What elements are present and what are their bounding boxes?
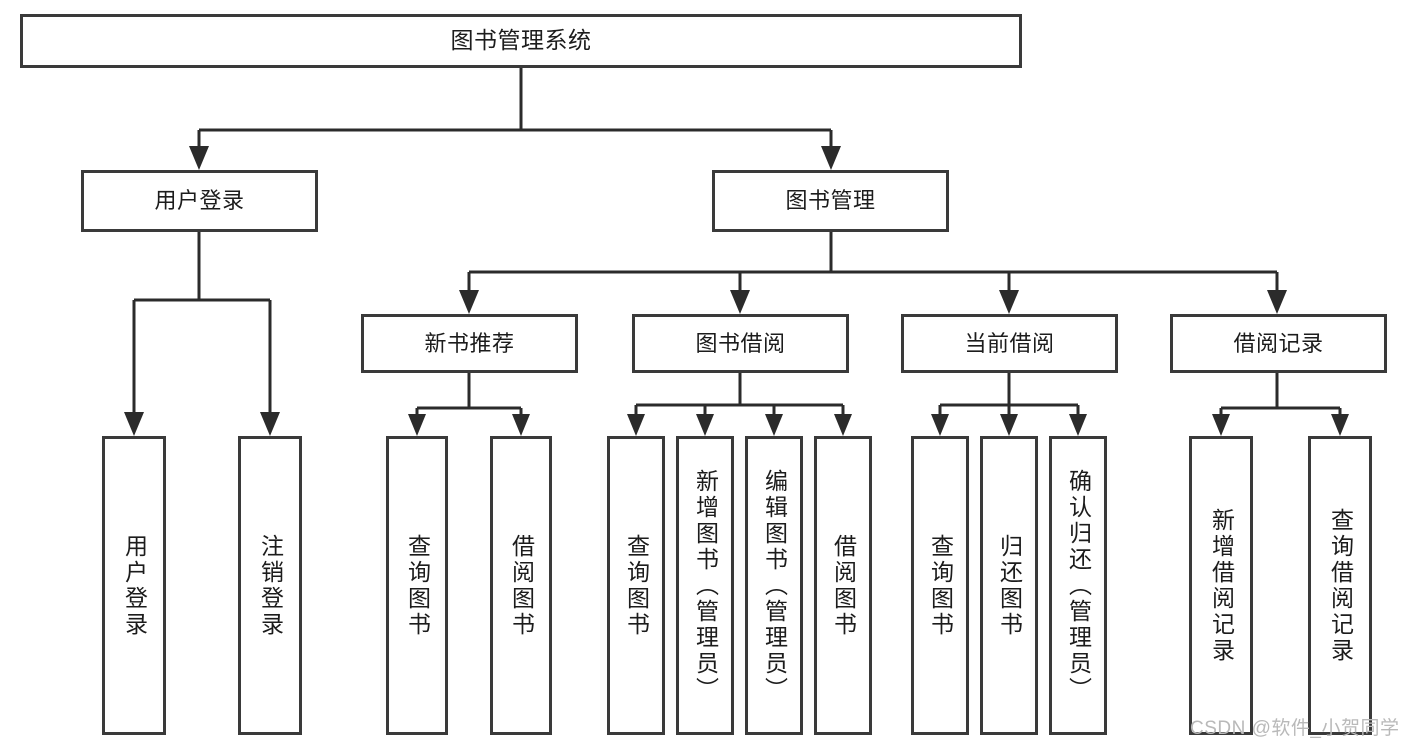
node-leaf-add-book[interactable]: 新增图书（管理员）	[676, 436, 734, 735]
arrowhead-user-login	[189, 146, 209, 170]
arrowhead-confirm-return	[1069, 414, 1087, 436]
node-leaf-query-book-3[interactable]: 查询图书	[911, 436, 969, 735]
node-leaf-query-record[interactable]: 查询借阅记录	[1308, 436, 1372, 735]
node-leaf-query-book-1[interactable]: 查询图书	[386, 436, 448, 735]
arrowhead-new-book-recommend	[459, 290, 479, 314]
arrowhead-query-book-3	[931, 414, 949, 436]
arrowhead-edit-book	[765, 414, 783, 436]
arrowhead-add-book	[696, 414, 714, 436]
node-leaf-query-book-2-label: 查询图书	[623, 533, 650, 638]
node-leaf-add-record-label: 新增借阅记录	[1208, 507, 1235, 664]
arrowhead-query-record	[1331, 414, 1349, 436]
node-leaf-logout-login[interactable]: 注销登录	[238, 436, 302, 735]
node-leaf-borrow-book-1-label: 借阅图书	[508, 533, 535, 638]
node-root[interactable]: 图书管理系统	[20, 14, 1022, 68]
arrowhead-book-manage	[821, 146, 841, 170]
node-leaf-borrow-book-2[interactable]: 借阅图书	[814, 436, 872, 735]
node-book-borrow-label: 图书借阅	[695, 330, 786, 356]
node-user-login[interactable]: 用户登录	[81, 170, 318, 232]
node-leaf-user-login-label: 用户登录	[121, 533, 148, 638]
arrowhead-return-book	[1000, 414, 1018, 436]
node-current-borrow-label: 当前借阅	[964, 330, 1055, 356]
arrowhead-book-borrow	[730, 290, 750, 314]
arrowhead-borrow-book-2	[834, 414, 852, 436]
arrowhead-borrow-book-1	[512, 414, 530, 436]
node-leaf-query-book-3-label: 查询图书	[927, 533, 954, 638]
arrowhead-borrow-record	[1267, 290, 1287, 314]
arrowhead-leaf-user-login	[124, 412, 144, 436]
node-borrow-record-label: 借阅记录	[1233, 330, 1324, 356]
node-leaf-add-book-label: 新增图书（管理员）	[692, 468, 719, 703]
node-leaf-borrow-book-1[interactable]: 借阅图书	[490, 436, 552, 735]
node-leaf-return-book[interactable]: 归还图书	[980, 436, 1038, 735]
node-leaf-edit-book-label: 编辑图书（管理员）	[761, 468, 788, 703]
node-new-book-recommend[interactable]: 新书推荐	[361, 314, 578, 373]
node-leaf-edit-book[interactable]: 编辑图书（管理员）	[745, 436, 803, 735]
node-leaf-borrow-book-2-label: 借阅图书	[830, 533, 857, 638]
node-leaf-user-login[interactable]: 用户登录	[102, 436, 166, 735]
arrowheads	[124, 146, 1349, 436]
node-new-book-recommend-label: 新书推荐	[424, 330, 515, 356]
node-borrow-record[interactable]: 借阅记录	[1170, 314, 1387, 373]
node-leaf-confirm-return-label: 确认归还（管理员）	[1065, 468, 1092, 703]
node-book-manage-label: 图书管理	[785, 188, 876, 214]
node-user-login-label: 用户登录	[154, 188, 245, 214]
node-leaf-query-record-label: 查询借阅记录	[1327, 507, 1354, 664]
node-leaf-return-book-label: 归还图书	[996, 533, 1023, 638]
arrowhead-current-borrow	[999, 290, 1019, 314]
node-leaf-add-record[interactable]: 新增借阅记录	[1189, 436, 1253, 735]
csdn-watermark: CSDN @软件_小贺同学	[1190, 718, 1400, 739]
node-leaf-query-book-2[interactable]: 查询图书	[607, 436, 665, 735]
node-leaf-confirm-return[interactable]: 确认归还（管理员）	[1049, 436, 1107, 735]
arrowhead-leaf-logout-login	[260, 412, 280, 436]
node-root-label: 图书管理系统	[450, 27, 592, 54]
node-book-manage[interactable]: 图书管理	[712, 170, 949, 232]
node-book-borrow[interactable]: 图书借阅	[632, 314, 849, 373]
arrowhead-query-book-2	[627, 414, 645, 436]
node-leaf-query-book-1-label: 查询图书	[404, 533, 431, 638]
node-current-borrow[interactable]: 当前借阅	[901, 314, 1118, 373]
node-leaf-logout-login-label: 注销登录	[257, 533, 284, 638]
arrowhead-add-record	[1212, 414, 1230, 436]
arrowhead-query-book-1	[408, 414, 426, 436]
